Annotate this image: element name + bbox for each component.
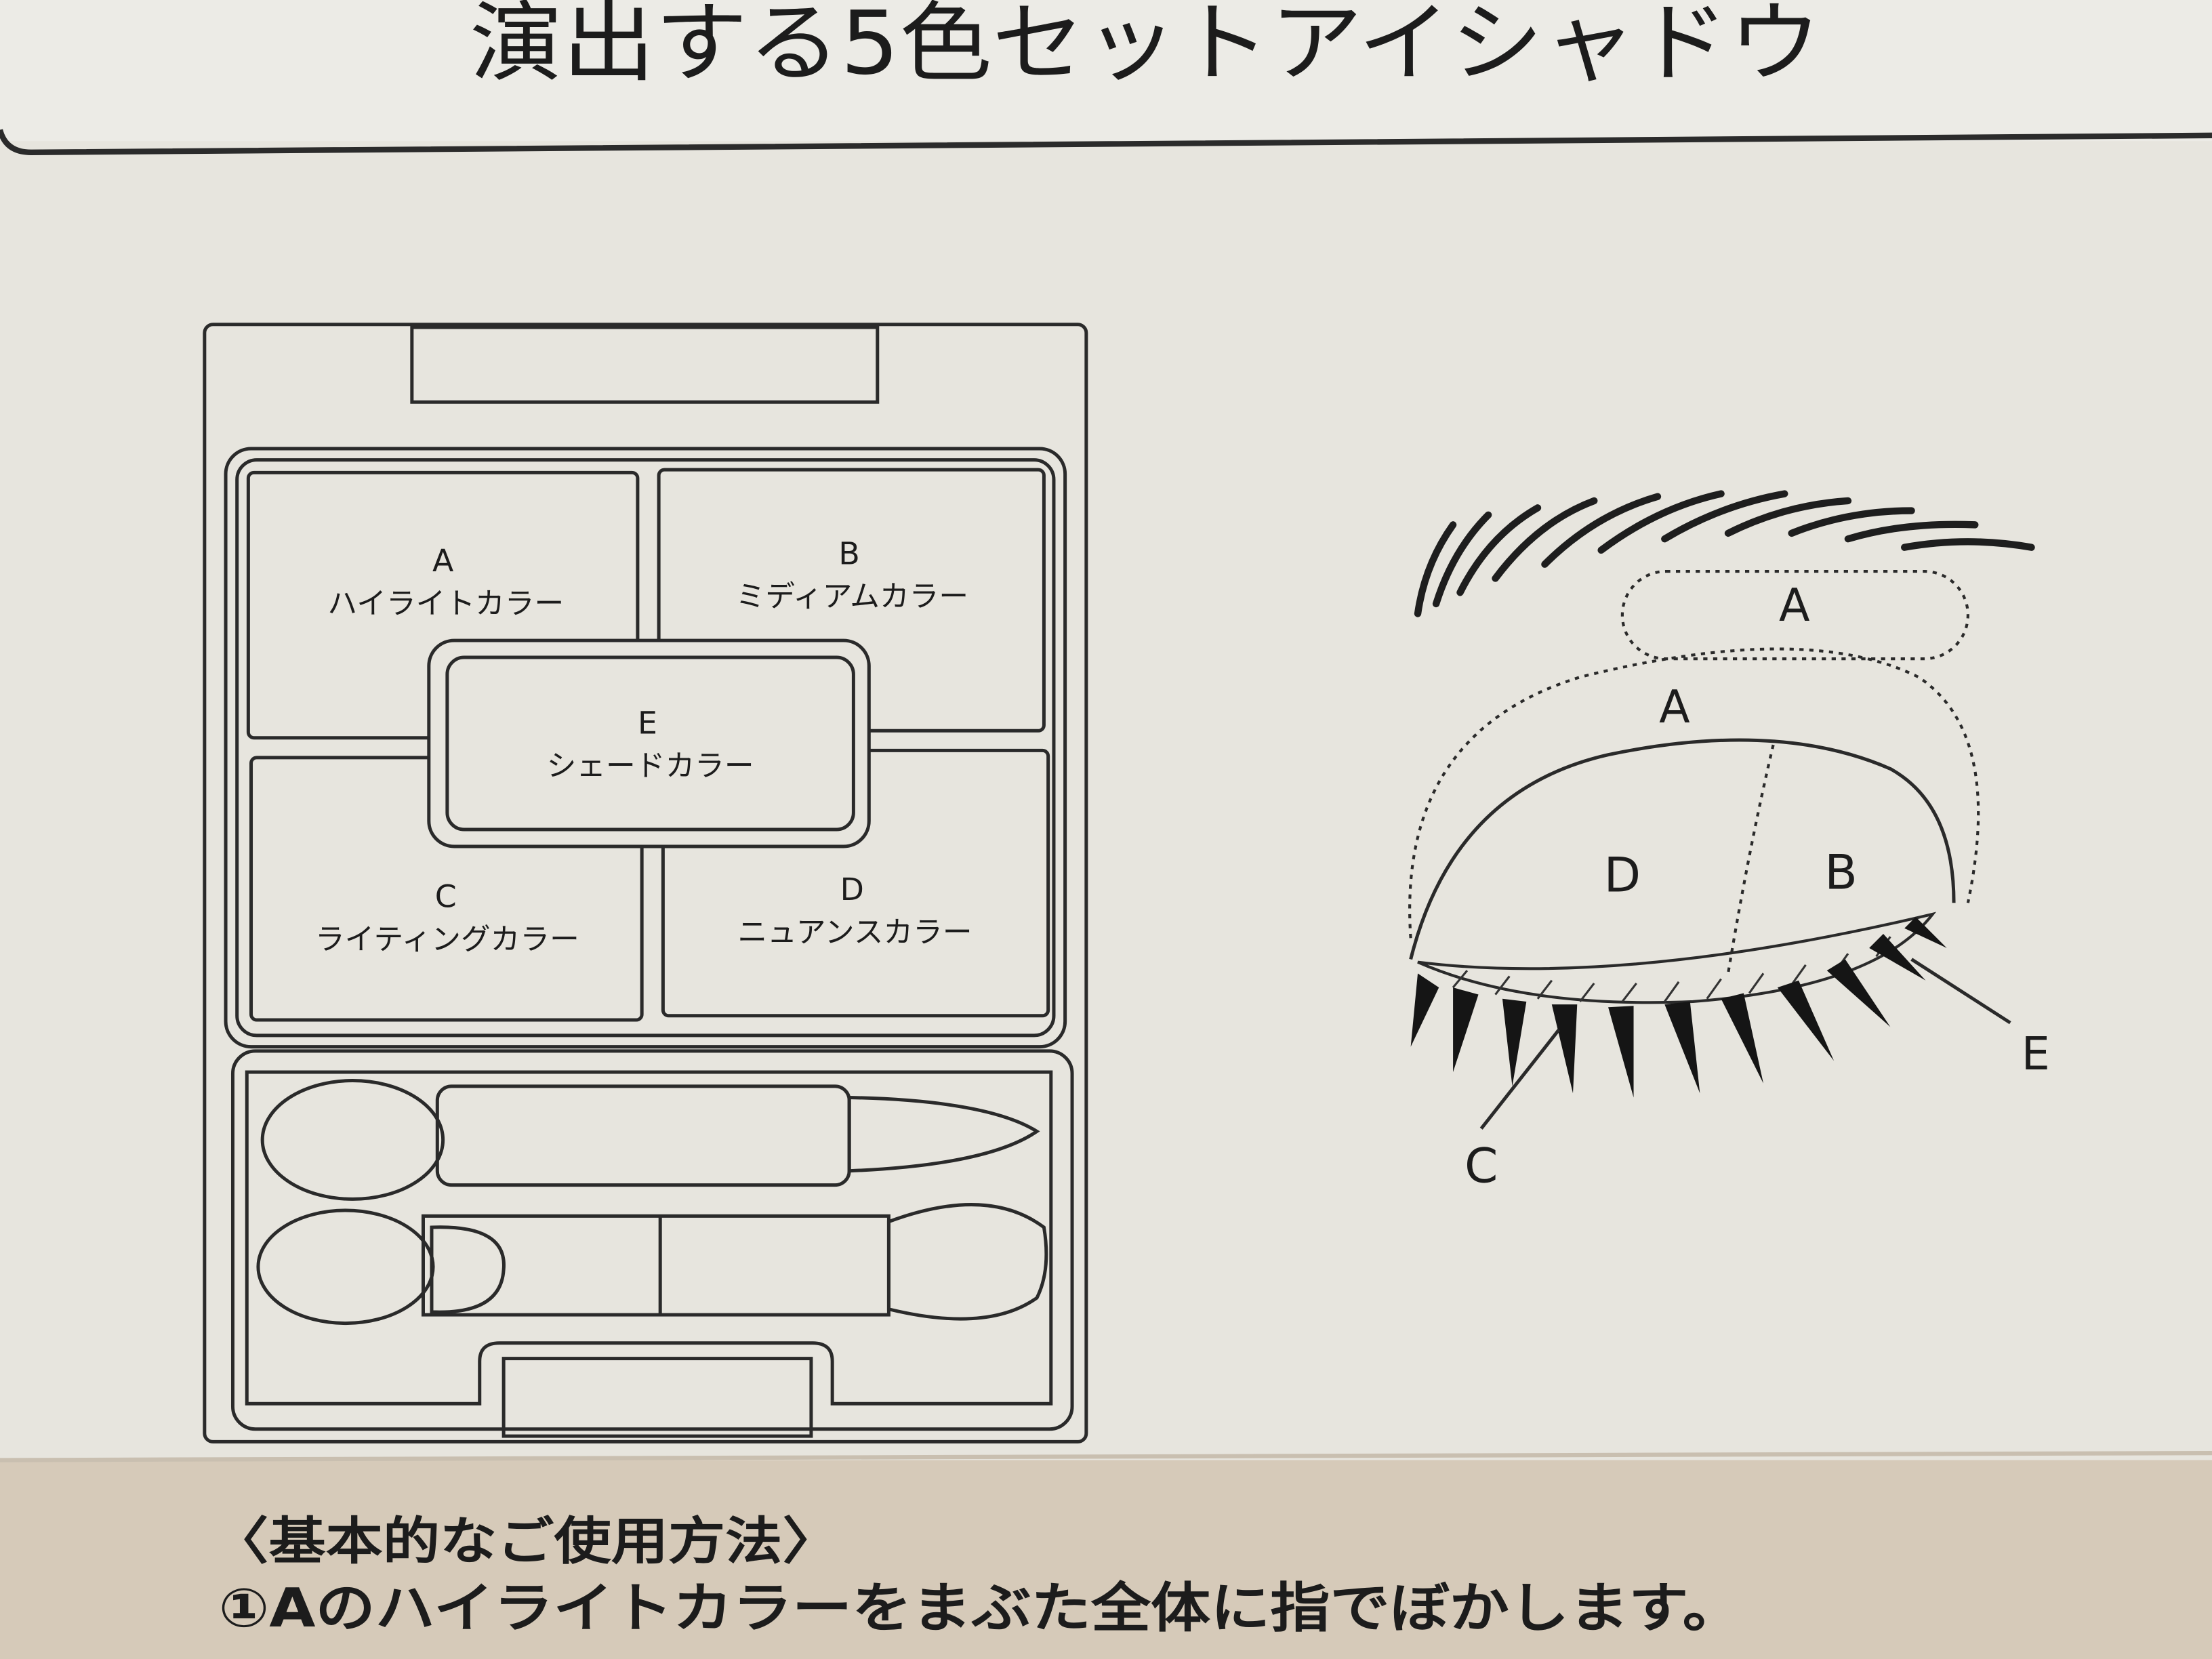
page-title: 演出する5色セットアイシャドウ	[470, 0, 1821, 94]
label-e: E	[2022, 1027, 2050, 1080]
label-a-brow: A	[1779, 579, 1810, 632]
svg-text:ハイライトカラー: ハイライトカラー	[327, 587, 564, 621]
eyelashes	[1410, 917, 1947, 1098]
label-c: C	[1465, 1137, 1498, 1193]
top-band	[0, 0, 2212, 142]
palette-tab-bottom	[501, 1357, 813, 1438]
svg-text:シェードカラー: シェードカラー	[547, 749, 754, 783]
cell-a: A ハイライトカラー	[246, 470, 640, 740]
eye-diagram: A A D B C E	[1408, 490, 2050, 1193]
palette-tab-top	[410, 325, 880, 404]
label-b: B	[1824, 844, 1858, 900]
instruction-step-1: ①Aのハイライトカラーをまぶた全体に指でぼかします。	[219, 1577, 1742, 1639]
svg-text:A: A	[432, 542, 453, 579]
instructions-heading: 〈基本的なご使用方法〉	[211, 1511, 839, 1571]
title-divider	[0, 129, 2212, 155]
svg-text:D: D	[840, 871, 864, 907]
label-d: D	[1604, 847, 1641, 903]
eyebrow	[1414, 490, 2035, 617]
brush-top	[260, 1079, 1040, 1201]
bottom-band	[0, 1460, 2212, 1659]
cell-d: D ニュアンスカラー	[661, 748, 1050, 1018]
brush-bottom	[256, 1203, 1048, 1326]
svg-text:ニュアンスカラー: ニュアンスカラー	[737, 916, 972, 950]
band-edge	[0, 1450, 2212, 1462]
palette-diagram: A ハイライトカラー B ミディアムカラー C ライティングカラー D ニュアン…	[203, 323, 1088, 1443]
svg-text:ライティングカラー: ライティングカラー	[315, 922, 579, 957]
label-a-lid: A	[1659, 680, 1690, 733]
svg-text:E: E	[638, 704, 657, 741]
svg-text:ミディアムカラー: ミディアムカラー	[736, 579, 969, 614]
cell-e: E シェードカラー	[427, 638, 871, 848]
svg-text:B: B	[838, 535, 859, 572]
svg-text:C: C	[435, 878, 457, 914]
